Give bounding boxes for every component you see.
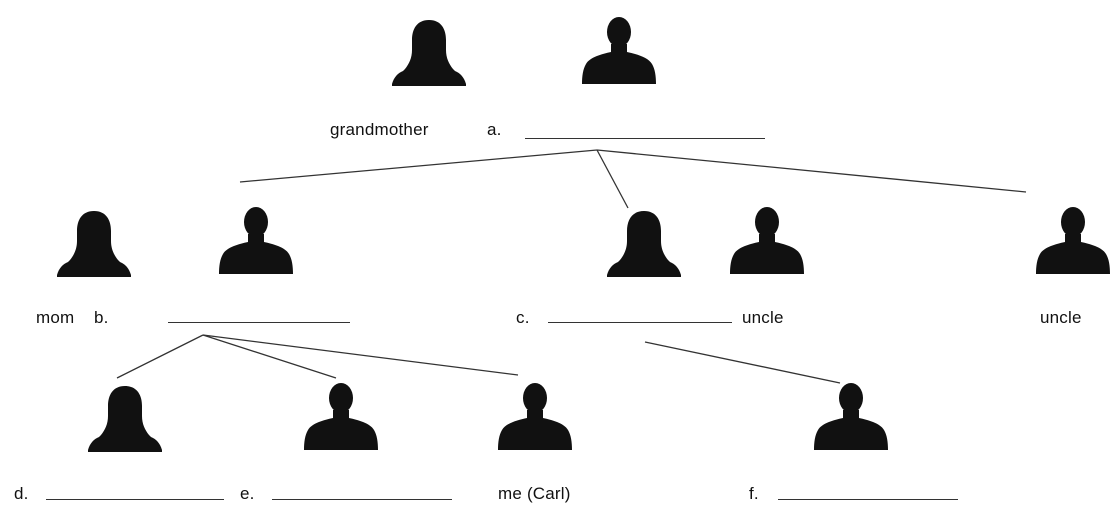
blank-e-letter: e. bbox=[240, 484, 255, 503]
blank-e-answer-line[interactable] bbox=[272, 499, 452, 500]
blank-c-answer-line[interactable] bbox=[548, 322, 732, 323]
grandmother-female-silhouette-icon bbox=[392, 20, 466, 86]
uncle2-label: uncle bbox=[1040, 308, 1082, 327]
blank-a-letter: a. bbox=[487, 120, 502, 139]
blank-f-answer-line[interactable] bbox=[778, 499, 958, 500]
uncle-male-silhouette-icon bbox=[730, 207, 804, 274]
connector-parents-e bbox=[202, 334, 337, 379]
blank-f-letter: f. bbox=[749, 484, 759, 503]
grandfather-male-silhouette-icon bbox=[582, 17, 656, 84]
blank-b-letter: b. bbox=[94, 308, 109, 327]
me-label: me (Carl) bbox=[498, 484, 571, 503]
grandmother-label: grandmother bbox=[330, 120, 429, 139]
cousin-male-silhouette-icon bbox=[814, 383, 888, 450]
connector-grandparents-aunt bbox=[596, 149, 629, 209]
connector-grandparents-mom-branch bbox=[239, 149, 598, 183]
sister-female-silhouette-icon bbox=[88, 386, 162, 452]
connector-aunt-f bbox=[644, 341, 841, 384]
blank-c-letter: c. bbox=[516, 308, 530, 327]
blank-b-answer-line[interactable] bbox=[168, 322, 350, 323]
connector-grandparents-uncle bbox=[596, 149, 1027, 193]
uncle2-male-silhouette-icon bbox=[1036, 207, 1110, 274]
mom-female-silhouette-icon bbox=[57, 211, 131, 277]
connector-parents-d bbox=[116, 334, 204, 379]
mom-label: mom bbox=[36, 308, 75, 327]
blank-d-answer-line[interactable] bbox=[46, 499, 224, 500]
blank-a-answer-line[interactable] bbox=[525, 138, 765, 139]
aunt-female-silhouette-icon bbox=[607, 211, 681, 277]
brother-male-silhouette-icon bbox=[304, 383, 378, 450]
dad-male-silhouette-icon bbox=[219, 207, 293, 274]
uncle-label: uncle bbox=[742, 308, 784, 327]
blank-d-letter: d. bbox=[14, 484, 29, 503]
connector-parents-me bbox=[202, 334, 519, 376]
me-male-silhouette-icon bbox=[498, 383, 572, 450]
